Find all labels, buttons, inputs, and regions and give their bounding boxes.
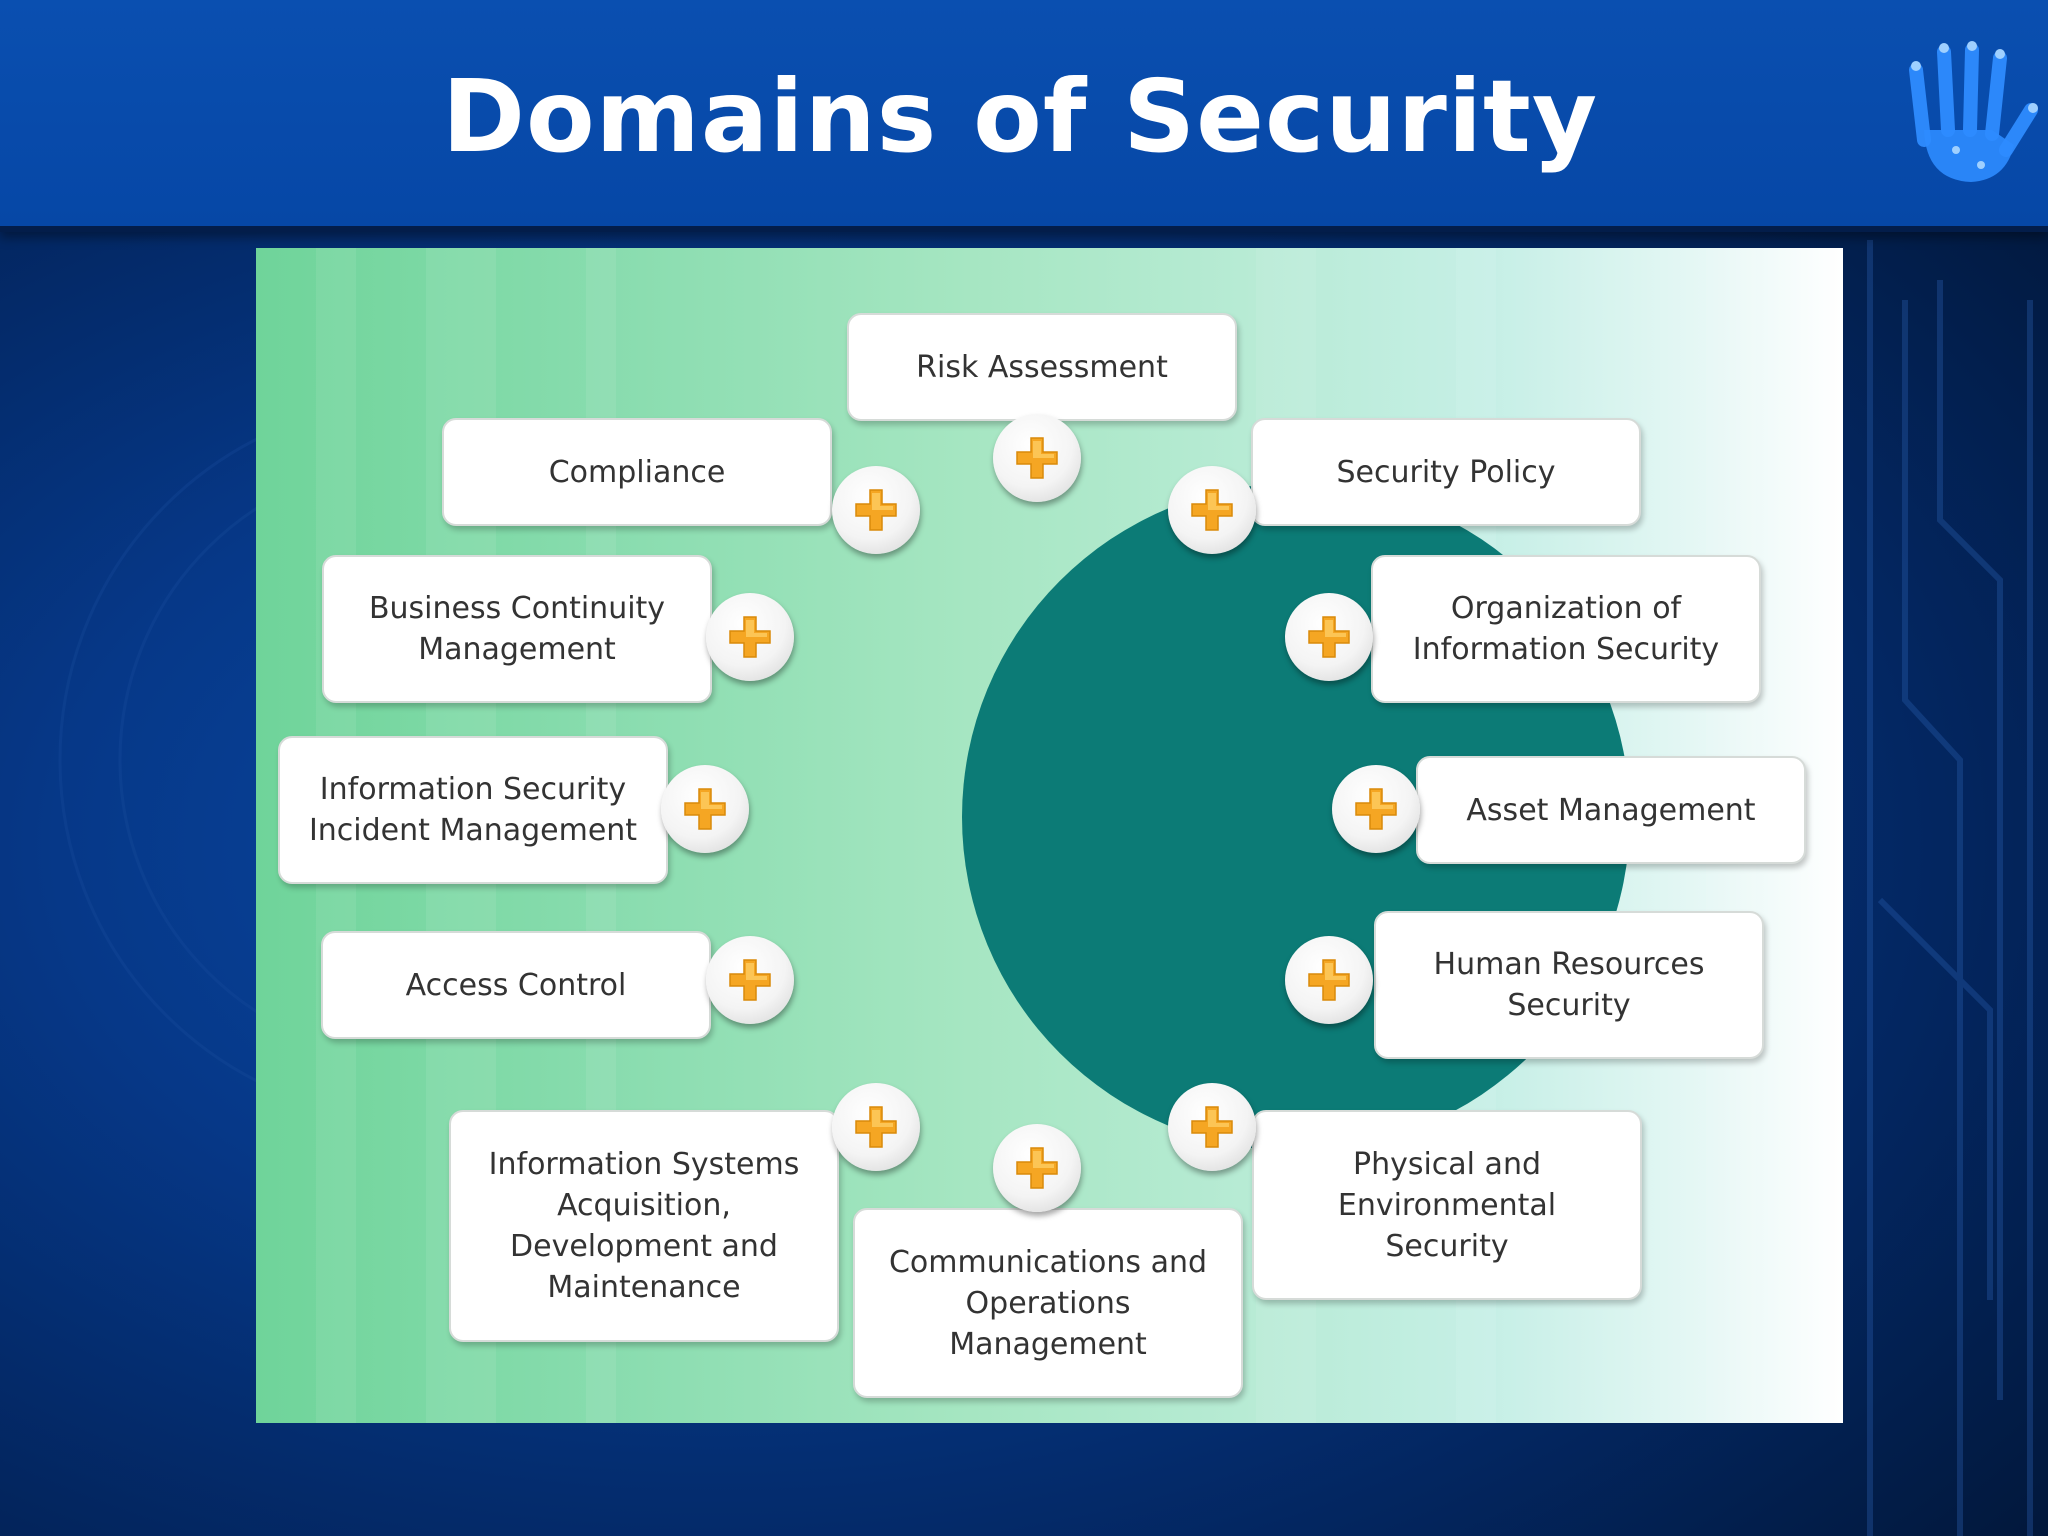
plus-icon (1016, 437, 1058, 479)
domain-box-access-control: Access Control (321, 931, 711, 1039)
domain-label: Compliance (549, 452, 726, 493)
header-bar: Domains of Security (0, 0, 2048, 232)
domain-box-risk-assessment: Risk Assessment (847, 313, 1237, 421)
domain-label-line: Information Systems (488, 1147, 800, 1182)
domain-label-line: Information Security (319, 772, 627, 807)
expand-human-resources-security-button[interactable] (1285, 936, 1373, 1024)
plus-icon (1308, 616, 1350, 658)
plus-icon (1191, 1106, 1233, 1148)
domain-label-line: Security (1507, 988, 1631, 1023)
domain-label: Access Control (406, 965, 627, 1006)
domain-box-asset-management: Asset Management (1416, 756, 1806, 864)
domain-label-line: Development and (510, 1229, 778, 1264)
plus-icon (1191, 489, 1233, 531)
domain-label-line: Security (1385, 1228, 1509, 1264)
expand-security-policy-button[interactable] (1168, 466, 1256, 554)
domain-box-compliance: Compliance (442, 418, 832, 526)
domain-label-line: Incident Management (308, 813, 638, 848)
plus-icon (1308, 959, 1350, 1001)
expand-risk-assessment-button[interactable] (993, 414, 1081, 502)
plus-icon (729, 959, 771, 1001)
expand-communications-and-operations-management-button[interactable] (993, 1124, 1081, 1212)
expand-organization-of-information-security-button[interactable] (1285, 593, 1373, 681)
domain-label-line: Risk Assessment (916, 349, 1168, 385)
domain-label: Risk Assessment (916, 347, 1168, 388)
domain-label-line: Management (949, 1326, 1147, 1362)
domain-label-line: Management (418, 632, 616, 667)
expand-access-control-button[interactable] (706, 936, 794, 1024)
hand-print-icon (1909, 41, 2038, 182)
expand-information-systems-acquisition-button[interactable] (832, 1083, 920, 1171)
domain-box-security-policy: Security Policy (1251, 418, 1641, 526)
domain-label-line: Business Continuity (368, 591, 666, 626)
domain-label-line: Physical and (1352, 1146, 1541, 1182)
domain-label-line: Organization of (1450, 591, 1682, 626)
domain-label: Security Policy (1336, 452, 1555, 493)
domain-label-line: Maintenance (547, 1270, 741, 1305)
expand-asset-management-button[interactable] (1332, 765, 1420, 853)
plus-icon (1016, 1147, 1058, 1189)
domain-label-line: Acquisition, (557, 1188, 731, 1223)
domain-label-line: Security Policy (1336, 454, 1556, 490)
domain-label-line: Information Security (1412, 632, 1720, 667)
domain-label-line: Compliance (548, 454, 726, 490)
domain-label-line: Communications and (888, 1244, 1208, 1280)
plus-icon (855, 489, 897, 531)
plus-icon (684, 788, 726, 830)
domain-label: Organization of Information Security (1413, 588, 1719, 670)
domain-label-line: Operations (965, 1285, 1131, 1321)
expand-compliance-button[interactable] (832, 466, 920, 554)
domain-label-line: Environmental (1337, 1187, 1557, 1223)
expand-physical-and-environmental-security-button[interactable] (1168, 1083, 1256, 1171)
domain-label-line: Human Resources (1433, 947, 1705, 982)
plus-icon (855, 1106, 897, 1148)
domain-label-line: Asset Management (1466, 792, 1756, 828)
plus-icon (729, 616, 771, 658)
expand-information-security-incident-management-button[interactable] (661, 765, 749, 853)
domain-box-organization-of-information-security: Organization of Information Security (1371, 555, 1761, 703)
plus-icon (1355, 788, 1397, 830)
domain-label: Asset Management (1466, 790, 1755, 831)
slide-title: Domains of Security (441, 58, 1599, 175)
domain-label-line: Access Control (405, 967, 627, 1003)
expand-business-continuity-management-button[interactable] (706, 593, 794, 681)
